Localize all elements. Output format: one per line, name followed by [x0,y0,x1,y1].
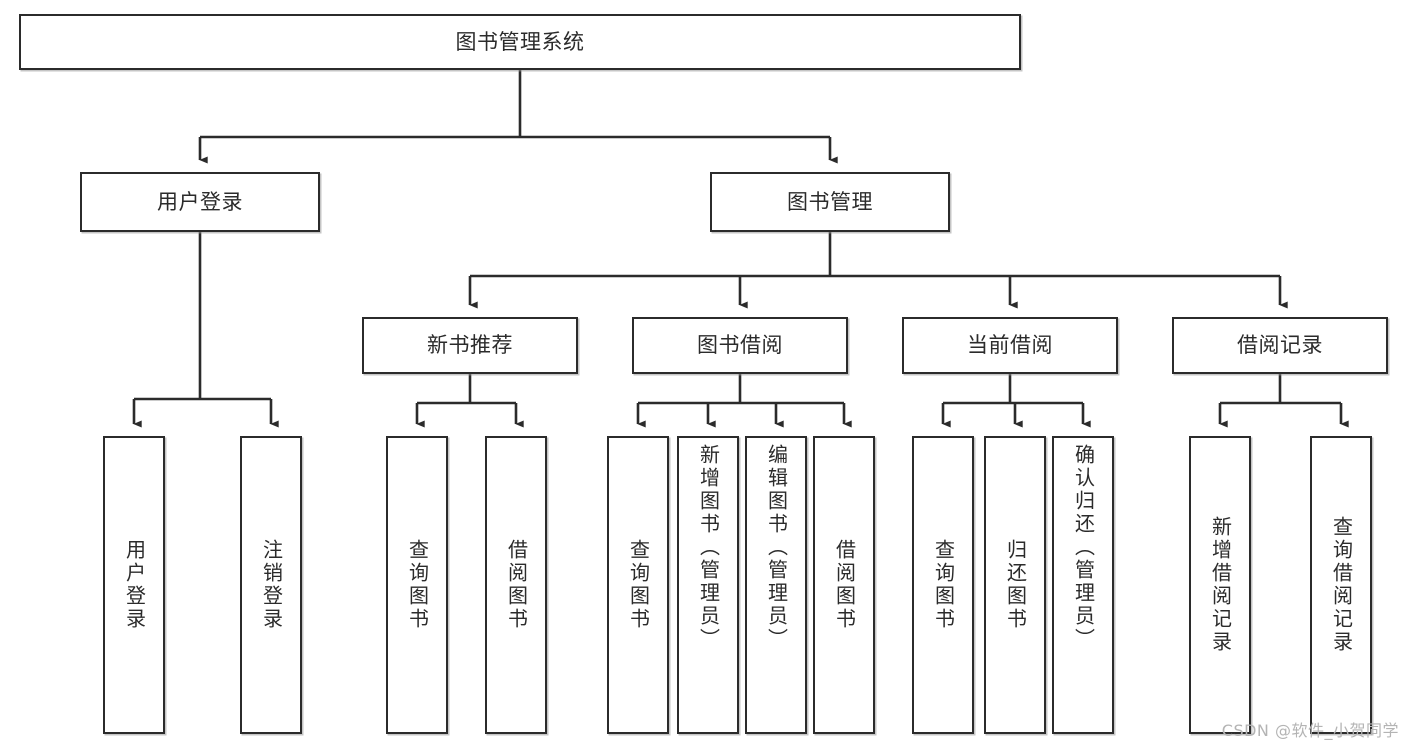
node-current-borrow-label: 当前借阅 [967,333,1053,358]
node-leaf-query-book-rec[interactable]: 查询图书 [386,436,448,734]
node-user-login-label: 用户登录 [157,189,243,214]
watermark-text: CSDN @软件_小贺同学 [1221,721,1399,740]
node-leaf-query-book-label: 查询图书 [626,539,651,631]
node-leaf-add-book-admin-label: 新增图书（管理员） [696,444,721,651]
node-leaf-confirm-return-admin-label: 确认归还（管理员） [1071,444,1096,651]
node-current-borrow[interactable]: 当前借阅 [902,317,1118,374]
node-leaf-add-borrow-record-label: 新增借阅记录 [1208,516,1233,654]
node-leaf-query-book[interactable]: 查询图书 [607,436,669,734]
node-new-book-rec[interactable]: 新书推荐 [362,317,578,374]
node-leaf-add-borrow-record[interactable]: 新增借阅记录 [1189,436,1251,734]
node-user-login[interactable]: 用户登录 [80,172,320,232]
node-leaf-edit-book-admin-label: 编辑图书（管理员） [764,444,789,651]
node-root[interactable]: 图书管理系统 [19,14,1021,70]
node-borrow-record[interactable]: 借阅记录 [1172,317,1388,374]
node-leaf-borrow-book[interactable]: 借阅图书 [813,436,875,734]
node-leaf-user-login[interactable]: 用户登录 [103,436,165,734]
node-book-manage[interactable]: 图书管理 [710,172,950,232]
node-leaf-query-borrow-record[interactable]: 查询借阅记录 [1310,436,1372,734]
node-leaf-borrow-book-label: 借阅图书 [832,539,857,631]
node-leaf-logout[interactable]: 注销登录 [240,436,302,734]
node-leaf-borrow-book-rec[interactable]: 借阅图书 [485,436,547,734]
node-leaf-logout-label: 注销登录 [259,539,284,631]
node-new-book-rec-label: 新书推荐 [427,333,513,358]
node-root-label: 图书管理系统 [455,29,585,54]
node-leaf-query-book-cur-label: 查询图书 [931,539,956,631]
node-book-borrow[interactable]: 图书借阅 [632,317,848,374]
node-leaf-edit-book-admin[interactable]: 编辑图书（管理员） [745,436,807,734]
node-leaf-query-book-cur[interactable]: 查询图书 [912,436,974,734]
node-leaf-query-borrow-record-label: 查询借阅记录 [1329,516,1354,654]
node-leaf-return-book-label: 归还图书 [1003,539,1028,631]
node-leaf-user-login-label: 用户登录 [122,539,147,631]
node-book-manage-label: 图书管理 [787,189,873,214]
node-leaf-return-book[interactable]: 归还图书 [984,436,1046,734]
node-borrow-record-label: 借阅记录 [1237,333,1323,358]
node-leaf-query-book-rec-label: 查询图书 [405,539,430,631]
node-leaf-add-book-admin[interactable]: 新增图书（管理员） [677,436,739,734]
node-leaf-confirm-return-admin[interactable]: 确认归还（管理员） [1052,436,1114,734]
node-leaf-borrow-book-rec-label: 借阅图书 [504,539,529,631]
node-book-borrow-label: 图书借阅 [697,333,783,358]
